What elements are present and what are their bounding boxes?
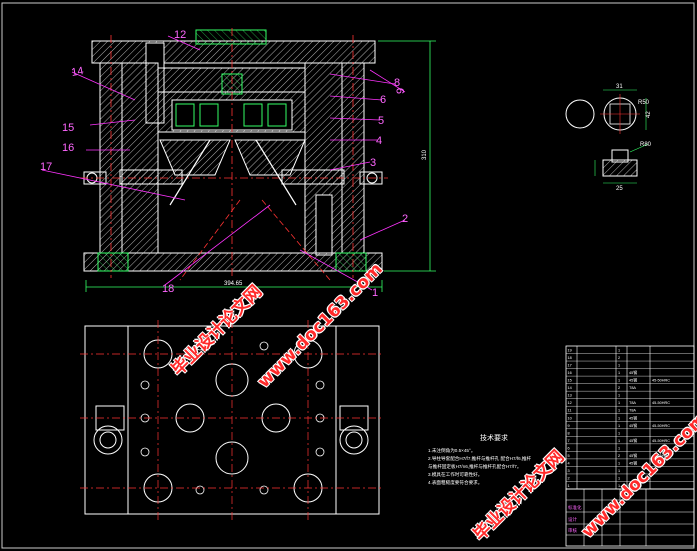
parts-cell: 45-50HRC [652, 424, 670, 428]
tech-line-2: 2.导柱导套配合H7/f7,推杆与推杆孔 配合H7/f6,推杆 [428, 455, 532, 462]
parts-cell: 16 [568, 371, 572, 375]
callout-14: 14 [70, 65, 84, 79]
callout-2: 2 [402, 213, 408, 225]
width-dimension: 394.65 [224, 281, 243, 287]
parts-cell: 1 [618, 424, 620, 428]
parts-cell: 11 [568, 409, 572, 413]
callout-6: 6 [380, 94, 386, 106]
parts-cell: 45钢 [629, 460, 637, 465]
parts-cell: T8A [629, 386, 636, 390]
callout-18: 18 [162, 283, 174, 295]
callout-1: 1 [372, 287, 378, 299]
detail-dim-r50: R50 [638, 100, 650, 106]
parts-cell: 1 [618, 409, 620, 413]
parts-cell: 1 [618, 484, 620, 488]
parts-cell: 18 [568, 356, 572, 360]
front-section-view [41, 28, 436, 292]
parts-cell: 2 [618, 356, 620, 360]
tech-line-1: 1.未注倒角为0.5×45°。 [428, 447, 475, 454]
parts-cell: 5 [568, 454, 570, 458]
part-detail-view [565, 89, 649, 184]
parts-cell: T8A [629, 409, 636, 413]
parts-cell: 工具钢 [629, 483, 641, 488]
parts-cell: 1 [618, 469, 620, 473]
parts-cell: 1 [618, 476, 620, 480]
parts-cell: 2 [618, 386, 620, 390]
callout-9: 9 [395, 88, 407, 94]
parts-cell: 10 [568, 416, 572, 420]
callout-4: 4 [376, 135, 382, 147]
parts-cell: 45-50HRC [652, 401, 670, 405]
parts-cell: 7 [568, 439, 570, 443]
callout-8: 8 [394, 77, 400, 89]
parts-cell: 45钢 [629, 423, 637, 428]
tech-line-4: 3.模具在工作时可靠性好。 [428, 471, 482, 478]
parts-cell: 1 [618, 349, 620, 353]
parts-cell: 2 [618, 454, 620, 458]
callout-12: 12 [174, 29, 186, 41]
parts-cell: 45钢 [629, 438, 637, 443]
parts-cell: 2 [568, 476, 570, 480]
parts-cell: 45钢 [629, 378, 637, 383]
parts-cell: T8A [629, 401, 636, 405]
parts-cell: 6 [568, 446, 570, 450]
tech-line-5: 4.表面粗糙度要符合要求。 [428, 479, 482, 486]
detail-dim-31: 31 [616, 84, 623, 90]
parts-cell: 1 [568, 484, 570, 488]
title-block-standard: 标准化 [568, 504, 582, 511]
parts-cell: 3 [568, 469, 570, 473]
parts-cell: 45钢 [629, 370, 637, 375]
title-block-review: 审核 [568, 527, 577, 534]
parts-cell: 45钢 [629, 415, 637, 420]
parts-cell: 1 [618, 364, 620, 368]
detail-dim-25: 25 [616, 186, 623, 192]
parts-cell: 45-50HRC [652, 379, 670, 383]
callout-3: 3 [370, 157, 376, 169]
parts-cell: 1 [618, 394, 620, 398]
parts-cell: 1 [618, 439, 620, 443]
height-dimension: 310 [422, 149, 428, 160]
parts-cell: 1 [618, 416, 620, 420]
callout-16: 16 [62, 142, 74, 154]
parts-cell: 9 [568, 424, 570, 428]
parts-cell: 17 [568, 364, 572, 368]
callout-5: 5 [378, 115, 384, 127]
parts-cell: 45-50HRC [652, 439, 670, 443]
parts-cell: 1 [618, 431, 620, 435]
parts-cell: 1 [618, 461, 620, 465]
parts-cell: 1 [618, 379, 620, 383]
parts-cell: 4 [568, 461, 570, 465]
detail-dim-r80: R80 [640, 142, 652, 148]
parts-cell: 45钢 [629, 453, 637, 458]
parts-cell: 12 [568, 401, 572, 405]
tech-line-3: 与推杆固定板H7/n6,推杆与推杆孔配合H7/f7。 [428, 463, 521, 470]
parts-cell: 8 [568, 431, 570, 435]
title-block: 标准化 设计 审核 [565, 488, 695, 547]
parts-cell: 1 [618, 371, 620, 375]
callout-17: 17 [40, 161, 52, 173]
parts-cell: 19 [568, 349, 572, 353]
parts-cell: 14 [568, 386, 572, 390]
tech-requirements-title: 技术要求 [480, 433, 508, 442]
top-plan-view [80, 320, 384, 520]
parts-cell: 15 [568, 379, 572, 383]
parts-cell: 45-55HRC [652, 454, 670, 458]
parts-cell: 13 [568, 394, 572, 398]
callout-15: 15 [62, 122, 74, 134]
detail-dim-42: 42 [646, 111, 652, 118]
title-block-design: 设计 [568, 516, 577, 523]
parts-cell: 1 [618, 401, 620, 405]
parts-cell: 1 [618, 446, 620, 450]
